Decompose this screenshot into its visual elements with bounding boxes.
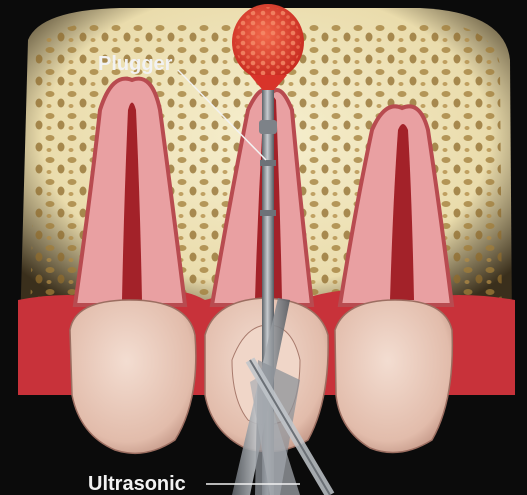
plugger-label: Plugger [98,53,173,75]
crown-right [335,300,452,453]
crown-left [70,300,196,453]
ultrasonic-label: Ultrasonic [88,473,186,495]
